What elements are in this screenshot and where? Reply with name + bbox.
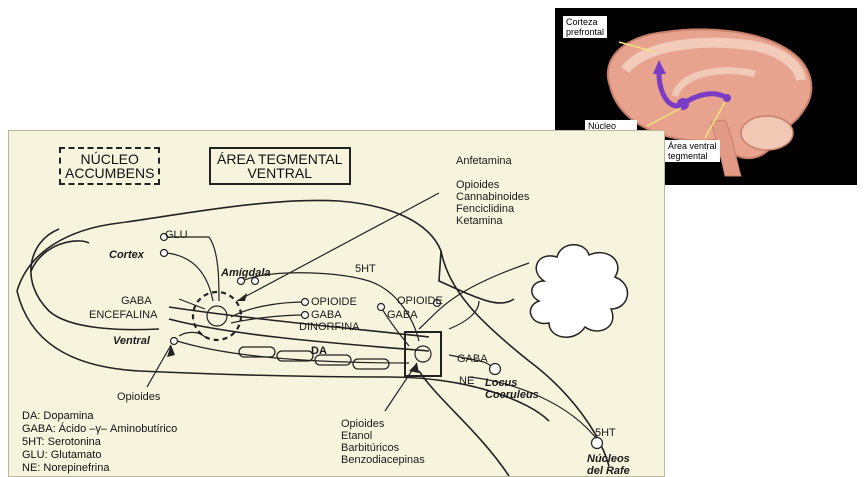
vta-box: ÁREA TEGMENTAL VENTRAL — [209, 147, 351, 185]
label-cortex: Cortex — [109, 249, 144, 261]
label-da: DA — [311, 345, 327, 357]
label-gaba-right: GABA — [387, 309, 418, 321]
legend-item: NE: Norepinefrina — [22, 462, 177, 475]
vta-box-line2: VENTRAL — [217, 166, 343, 180]
vta-box-line1: ÁREA TEGMENTAL — [217, 152, 343, 166]
label-raphe-line2: del Rafe — [587, 465, 630, 477]
drug-ketamina: Ketamina — [456, 215, 502, 227]
label-opioide-right: OPIOIDE — [397, 295, 443, 307]
label-gaba-lc: GABA — [457, 353, 488, 365]
label-prefrontal-line2: prefrontal — [566, 27, 604, 37]
drug-benzodiacepinas: Benzodiacepinas — [341, 454, 425, 466]
arrow-ventral-opioides — [147, 345, 171, 387]
label-opioide-mid: OPIOIDE — [311, 296, 357, 308]
label-locus-line2: Coeruleus — [485, 389, 539, 401]
nucleus-accumbens-box: NÚCLEO ACCUMBENS — [59, 147, 160, 185]
drug-cannabinoides: Cannabinoides — [456, 191, 529, 203]
cerebellum-outline — [530, 245, 627, 337]
legend-item: GABA: Ácido –γ– Aminobutírico — [22, 423, 177, 436]
label-encefalina: ENCEFALINA — [89, 309, 157, 321]
drug-fenciclidina: Fenciclidina — [456, 203, 514, 215]
label-prefrontal: Corteza prefrontal — [563, 16, 607, 38]
label-5ht-top: 5HT — [355, 263, 376, 275]
label-prefrontal-line1: Corteza — [566, 17, 604, 27]
vta-node — [723, 94, 731, 102]
label-amygdala: Amígdala — [221, 267, 271, 279]
legend: DA: Dopamina GABA: Ácido –γ– Aminobutíri… — [22, 410, 177, 475]
label-vta: Área ventral tegmental — [665, 140, 720, 162]
drug-anfetamina: Anfetamina — [456, 155, 512, 167]
label-5ht-raphe: 5HT — [595, 427, 616, 439]
label-vta-line1: Área ventral — [668, 141, 717, 151]
label-raphe-nuclei: Núcleos del Rafe — [587, 453, 630, 477]
cerebellum-shape — [741, 116, 793, 150]
label-locus-coeruleus: Locus Coeruleus — [485, 377, 539, 401]
nucleus-accumbens-line1: NÚCLEO — [65, 152, 154, 166]
drug-opioides-bottom: Opioides — [341, 418, 384, 430]
vta-marker — [405, 332, 441, 376]
drug-opioides-ventral: Opioides — [117, 391, 160, 403]
drug-barbituricos: Barbitúricos — [341, 442, 399, 454]
brain-outline — [17, 200, 514, 303]
accumbens-node — [677, 98, 689, 110]
label-ne: NE — [459, 375, 474, 387]
label-raphe-line1: Núcleos — [587, 453, 630, 465]
arrow-drugs-top — [237, 193, 439, 301]
label-gaba-mid: GABA — [311, 309, 342, 321]
drug-etanol: Etanol — [341, 430, 372, 442]
reward-circuit-diagram: NÚCLEO ACCUMBENS ÁREA TEGMENTAL VENTRAL … — [8, 130, 665, 477]
drug-opioides-top: Opioides — [456, 179, 499, 191]
label-vta-line2: tegmental — [668, 151, 717, 161]
label-glu: GLU — [165, 229, 188, 241]
legend-item: DA: Dopamina — [22, 410, 177, 423]
legend-item: GLU: Glutamato — [22, 449, 177, 462]
legend-item: 5HT: Serotonina — [22, 436, 177, 449]
label-locus-line1: Locus — [485, 377, 539, 389]
label-ventral: Ventral — [113, 335, 150, 347]
label-gaba-left: GABA — [121, 295, 152, 307]
label-dinorfina: DINORFINA — [299, 321, 360, 333]
nucleus-accumbens-line2: ACCUMBENS — [65, 166, 154, 180]
